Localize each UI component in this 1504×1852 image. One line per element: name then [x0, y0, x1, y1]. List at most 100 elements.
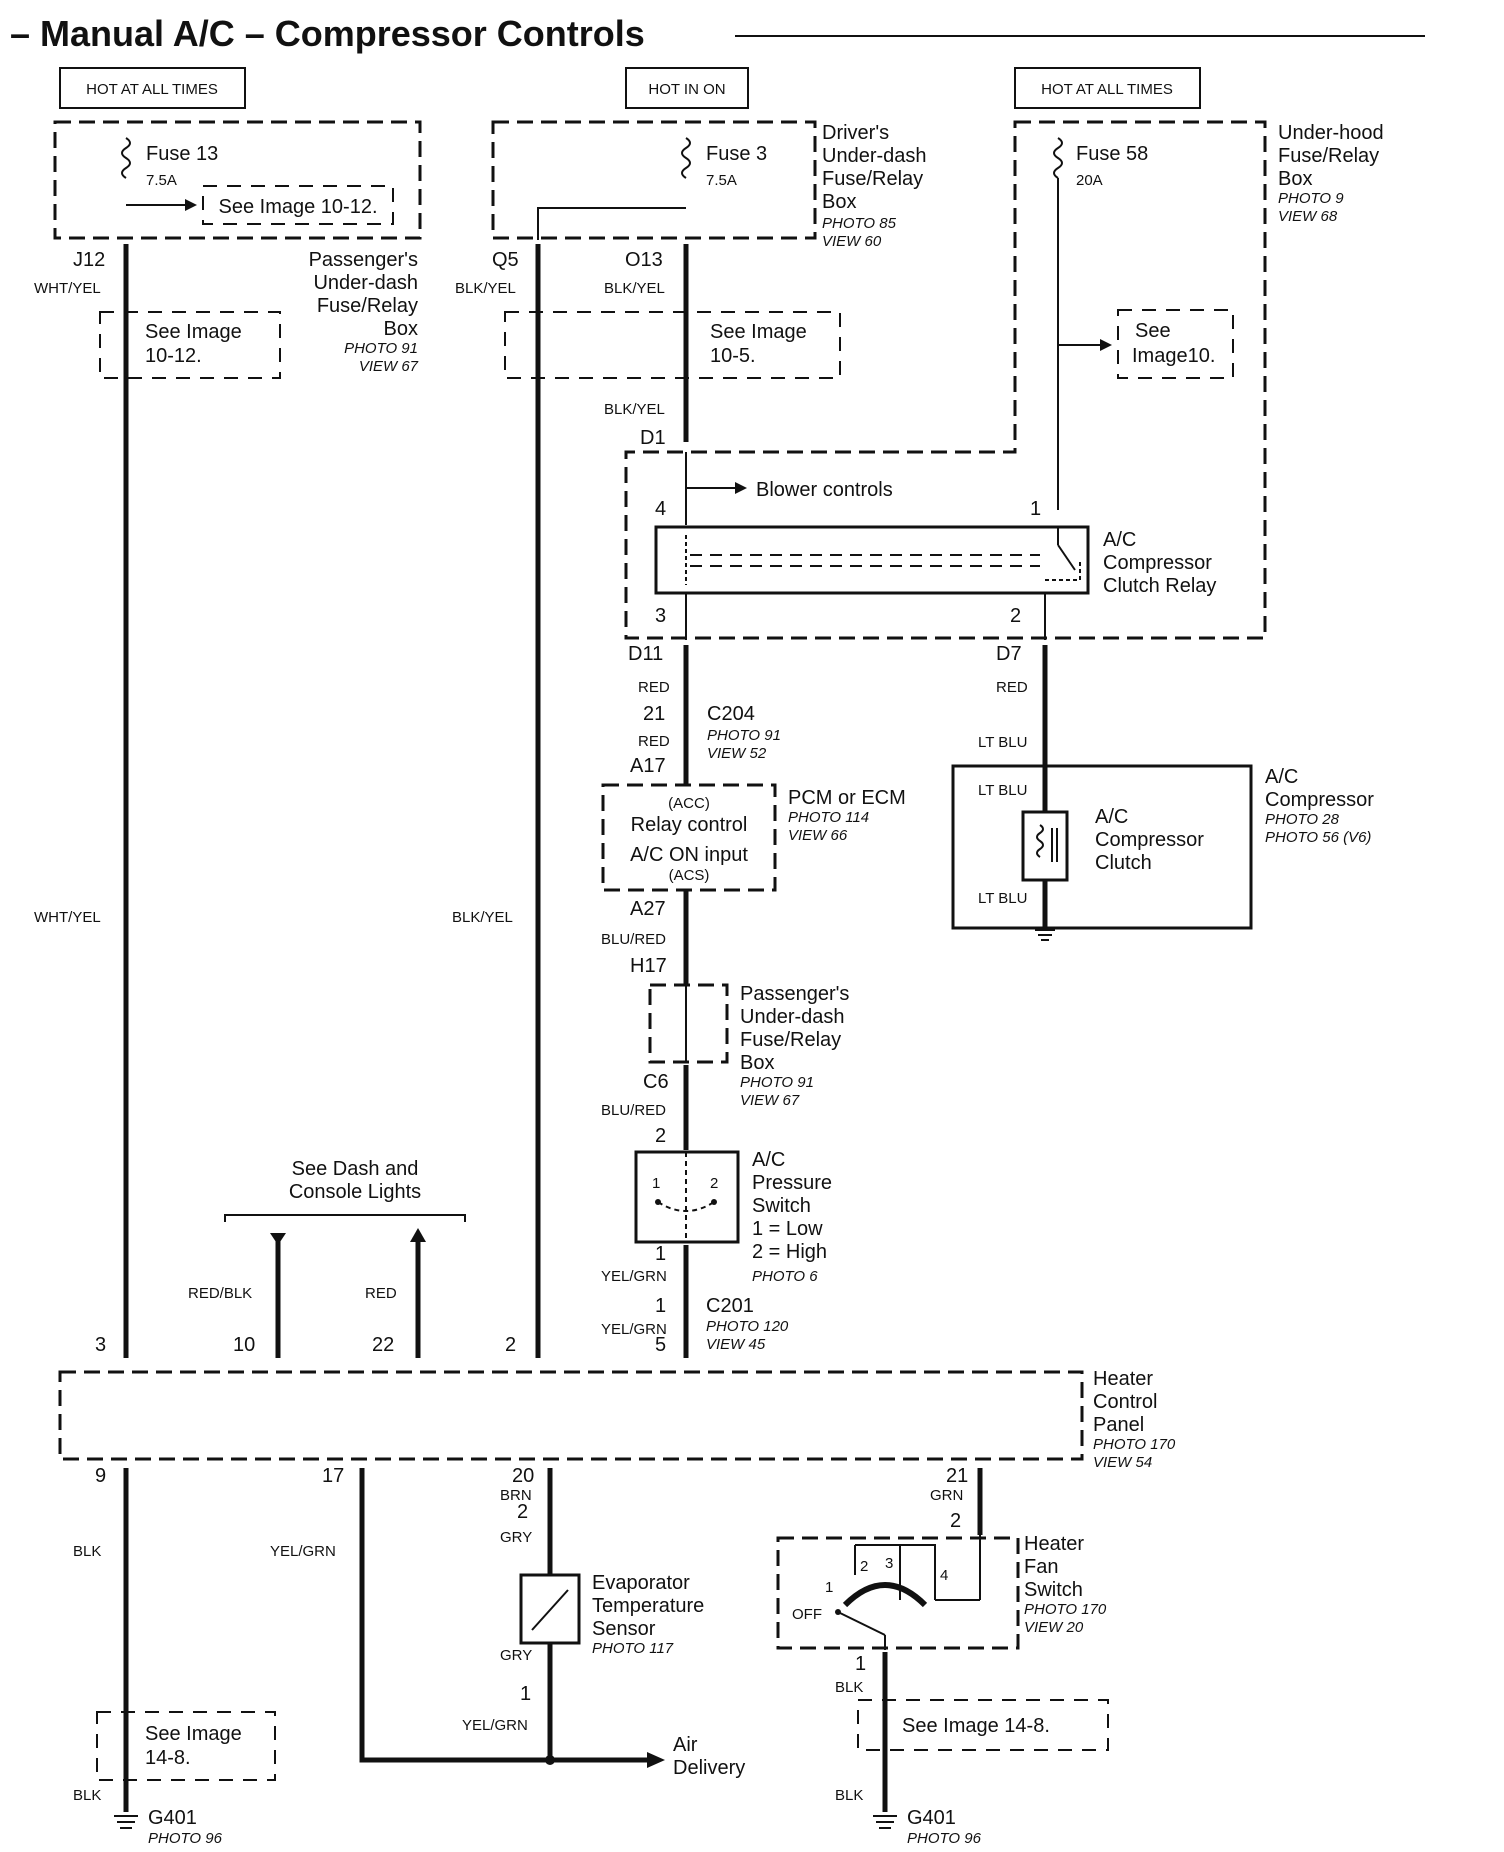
- connector-c201: C201: [706, 1295, 754, 1317]
- svg-text:PHOTO 56 (V6): PHOTO 56 (V6): [1265, 829, 1371, 846]
- svg-text:Fuse/Relay: Fuse/Relay: [317, 295, 418, 317]
- air-delivery-label: Air: [673, 1734, 698, 1756]
- svg-text:A/C ON input: A/C ON input: [630, 844, 748, 866]
- connector-a27: A27: [630, 898, 666, 920]
- svg-text:See Image: See Image: [145, 1723, 242, 1745]
- ground-icon-left: [114, 1815, 138, 1829]
- svg-text:GRY: GRY: [500, 1647, 532, 1664]
- connector-c204: C204: [707, 703, 755, 725]
- svg-text:PHOTO 6: PHOTO 6: [752, 1268, 818, 1285]
- svg-text:PHOTO 96: PHOTO 96: [148, 1830, 223, 1847]
- svg-text:BLU/RED: BLU/RED: [601, 1102, 666, 1119]
- svg-text:See Image: See Image: [145, 321, 242, 343]
- connector-j12: J12: [73, 249, 105, 271]
- svg-text:Console Lights: Console Lights: [289, 1181, 421, 1203]
- svg-text:RED/BLK: RED/BLK: [188, 1285, 252, 1302]
- svg-text:Temperature: Temperature: [592, 1595, 704, 1617]
- svg-text:GRY: GRY: [500, 1529, 532, 1546]
- svg-text:Under-dash: Under-dash: [740, 1006, 845, 1028]
- svg-text:BLK/YEL: BLK/YEL: [604, 280, 665, 297]
- svg-text:3: 3: [95, 1334, 106, 1356]
- svg-text:BLU/RED: BLU/RED: [601, 931, 666, 948]
- svg-text:YEL/GRN: YEL/GRN: [601, 1321, 667, 1338]
- svg-text:20: 20: [512, 1465, 534, 1487]
- svg-text:Fuse/Relay: Fuse/Relay: [740, 1029, 841, 1051]
- svg-text:Under-dash: Under-dash: [313, 272, 418, 294]
- svg-text:WHT/YEL: WHT/YEL: [34, 909, 101, 926]
- passenger-box-mid-label: Passenger's: [740, 983, 849, 1005]
- svg-text:5: 5: [655, 1334, 666, 1356]
- svg-text:VIEW 60: VIEW 60: [822, 233, 882, 250]
- svg-text:7.5A: 7.5A: [706, 172, 737, 189]
- connector-q5: Q5: [492, 249, 519, 271]
- svg-text:10: 10: [233, 1334, 255, 1356]
- ground-g401-right: G401: [907, 1807, 956, 1829]
- svg-text:VIEW 45: VIEW 45: [706, 1336, 766, 1353]
- svg-text:Switch: Switch: [1024, 1579, 1083, 1601]
- svg-text:Fuse 3: Fuse 3: [706, 143, 767, 165]
- svg-text:HOT AT ALL TIMES: HOT AT ALL TIMES: [1041, 81, 1173, 98]
- svg-text:Clutch: Clutch: [1095, 852, 1152, 874]
- svg-text:1: 1: [652, 1175, 660, 1192]
- svg-text:RED: RED: [638, 679, 670, 696]
- svg-text:OFF: OFF: [792, 1606, 822, 1623]
- see-image-ref-fuse13-text: See Image 10-12.: [219, 196, 378, 218]
- pcm-ecm-box: [601, 783, 777, 892]
- svg-text:Sensor: Sensor: [592, 1618, 656, 1640]
- svg-text:See Image: See Image: [710, 321, 807, 343]
- svg-text:2: 2: [517, 1501, 528, 1523]
- svg-text:1: 1: [520, 1683, 531, 1705]
- svg-text:9: 9: [95, 1465, 106, 1487]
- svg-text:2: 2: [1010, 605, 1021, 627]
- svg-text:BLK/YEL: BLK/YEL: [452, 909, 513, 926]
- svg-text:Control: Control: [1093, 1391, 1157, 1413]
- power-label-left: HOT AT ALL TIMES: [59, 67, 246, 109]
- svg-text:1: 1: [855, 1653, 866, 1675]
- svg-text:WHT/YEL: WHT/YEL: [34, 280, 101, 297]
- svg-text:20A: 20A: [1076, 172, 1103, 189]
- svg-text:7.5A: 7.5A: [146, 172, 177, 189]
- ground-icon-right: [873, 1815, 897, 1829]
- svg-text:1: 1: [825, 1579, 833, 1596]
- connector-o13: O13: [625, 249, 663, 271]
- underhood-box-label: Under-hood: [1278, 122, 1384, 144]
- underhood-fuse-box: [624, 120, 1267, 640]
- svg-text:Fan: Fan: [1024, 1556, 1058, 1578]
- svg-text:See Image 14-8.: See Image 14-8.: [902, 1715, 1050, 1737]
- svg-text:3: 3: [655, 605, 666, 627]
- svg-text:Fuse/Relay: Fuse/Relay: [1278, 145, 1379, 167]
- passenger-fuse-box-mid: [648, 983, 729, 1064]
- svg-text:1 = Low: 1 = Low: [752, 1218, 823, 1240]
- page-title: – Manual A/C – Compressor Controls: [10, 13, 645, 54]
- ground-g401-left: G401: [148, 1807, 197, 1829]
- svg-text:10-5.: 10-5.: [710, 345, 756, 367]
- svg-text:BLK/YEL: BLK/YEL: [455, 280, 516, 297]
- svg-text:Fuse 13: Fuse 13: [146, 143, 218, 165]
- svg-text:BLK/YEL: BLK/YEL: [604, 401, 665, 418]
- dash-lights-label: See Dash and: [292, 1158, 419, 1180]
- svg-text:Under-dash: Under-dash: [822, 145, 927, 167]
- svg-text:YEL/GRN: YEL/GRN: [601, 1268, 667, 1285]
- svg-text:PHOTO 9: PHOTO 9: [1278, 190, 1344, 207]
- svg-text:17: 17: [322, 1465, 344, 1487]
- power-label-middle: HOT IN ON: [625, 67, 749, 109]
- svg-text:PHOTO 85: PHOTO 85: [822, 215, 897, 232]
- svg-text:BLK: BLK: [835, 1679, 863, 1696]
- svg-text:PHOTO 170: PHOTO 170: [1093, 1436, 1176, 1453]
- connector-h17: H17: [630, 955, 667, 977]
- svg-text:PHOTO 91: PHOTO 91: [740, 1074, 814, 1091]
- svg-text:4: 4: [655, 498, 666, 520]
- svg-text:Box: Box: [384, 318, 418, 340]
- svg-text:Clutch Relay: Clutch Relay: [1103, 575, 1216, 597]
- svg-text:10-12.: 10-12.: [145, 345, 202, 367]
- svg-text:(ACC): (ACC): [668, 795, 710, 812]
- svg-text:PHOTO 120: PHOTO 120: [706, 1318, 789, 1335]
- passenger-box-top-label: Passenger's: [309, 249, 418, 271]
- svg-text:Compressor: Compressor: [1095, 829, 1204, 851]
- svg-text:BLK: BLK: [73, 1787, 101, 1804]
- svg-text:21: 21: [946, 1465, 968, 1487]
- svg-text:VIEW 68: VIEW 68: [1278, 208, 1338, 225]
- heater-fan-switch: [776, 1536, 1020, 1650]
- compressor-label: A/C: [1265, 766, 1298, 788]
